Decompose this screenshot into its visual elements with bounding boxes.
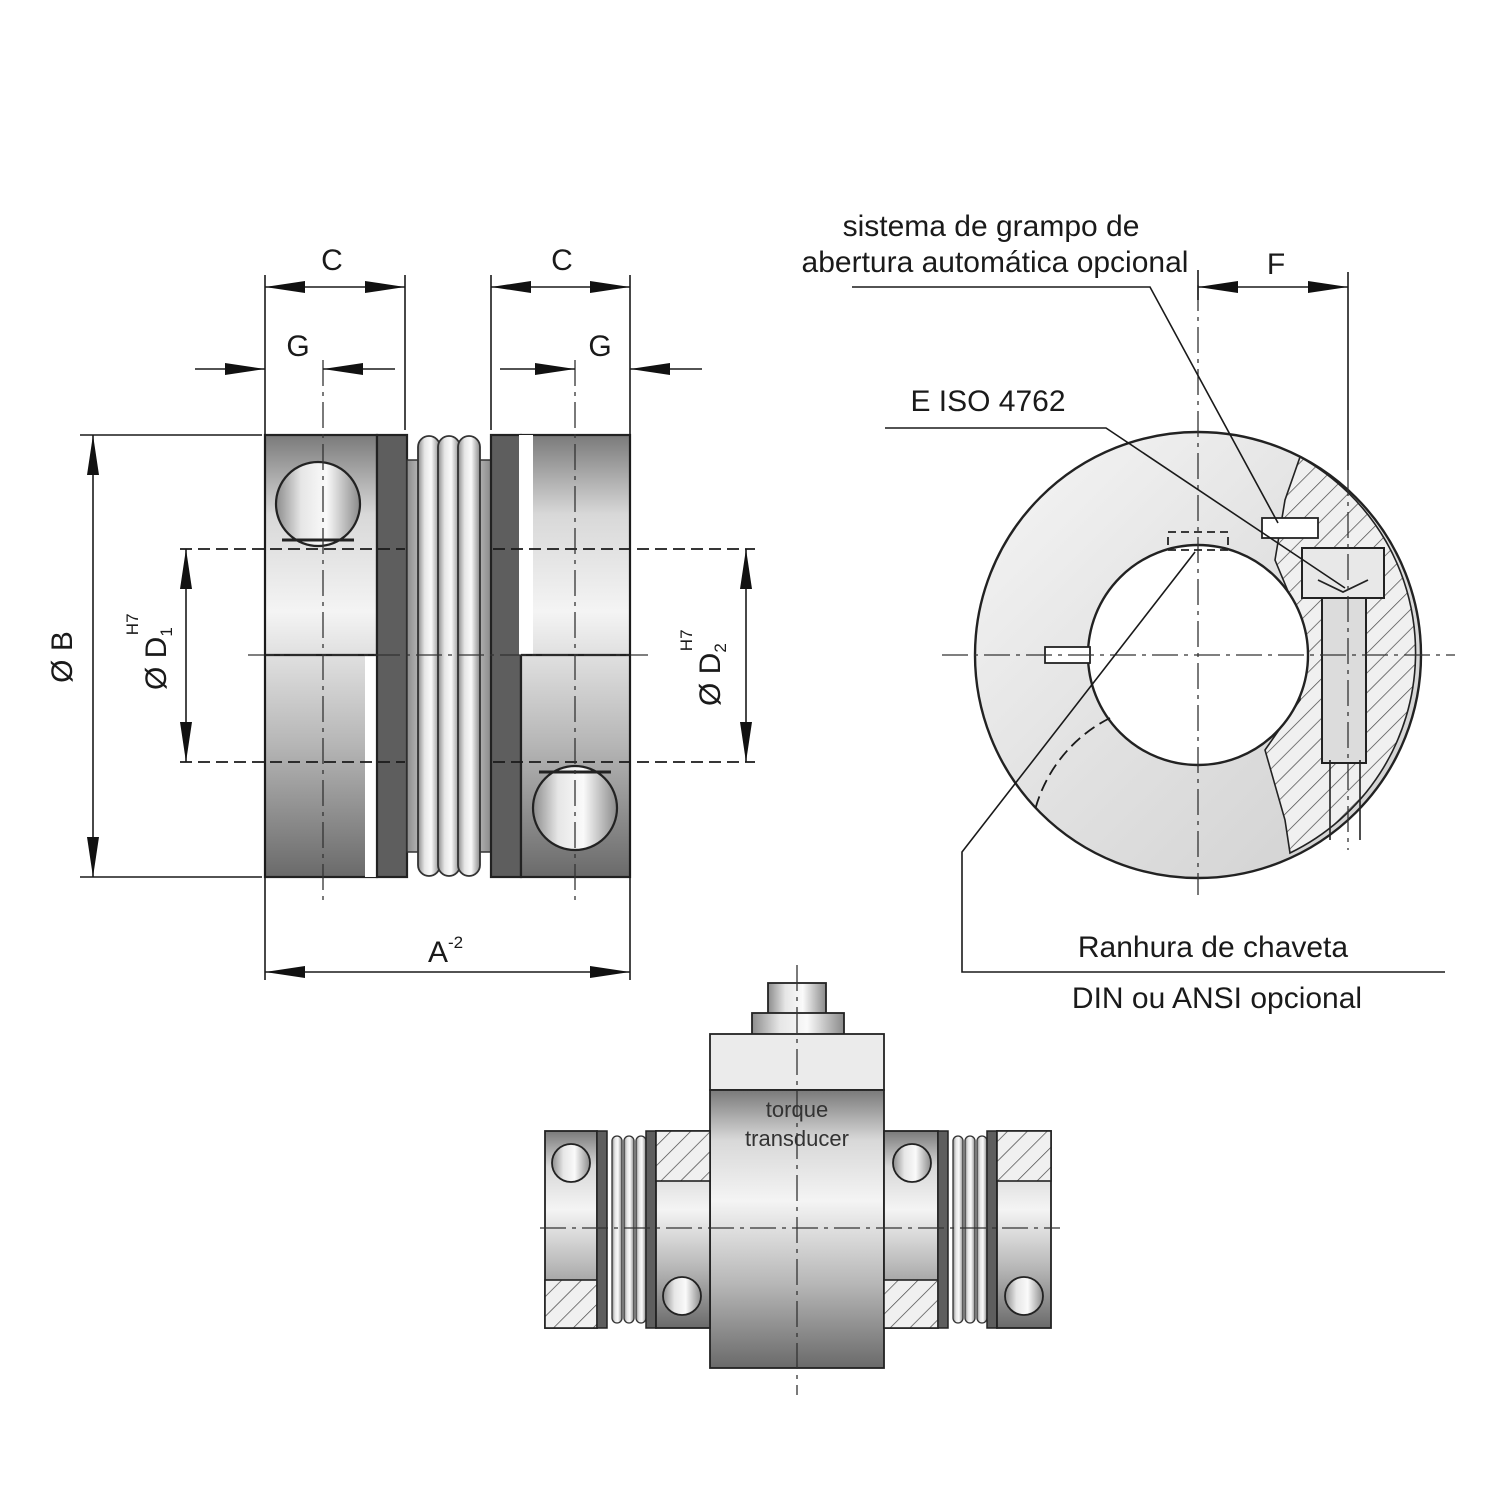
keyway-note-line2: DIN ou ANSI opcional bbox=[1072, 982, 1362, 1015]
dim-c-right-label: C bbox=[551, 244, 573, 277]
right-hub-screw-hole bbox=[531, 764, 619, 852]
dim-f-label: F bbox=[1267, 248, 1285, 281]
bellows-fold-3 bbox=[457, 435, 481, 877]
right-coupling-flange-b bbox=[986, 1130, 998, 1329]
clamp-leader bbox=[852, 286, 1279, 524]
right-coupling-screw-hole-2 bbox=[1004, 1276, 1044, 1316]
right-coupling-screw-hole bbox=[892, 1143, 932, 1183]
dim-d1-superscript: H7 bbox=[123, 613, 142, 635]
left-flange bbox=[375, 433, 409, 879]
dim-d2-label: Ø D2H7 bbox=[677, 629, 730, 706]
dim-d1-label: Ø D1H7 bbox=[123, 613, 176, 690]
dim-g-right-label: G bbox=[588, 330, 611, 363]
clamp-screw-shank bbox=[1321, 597, 1367, 764]
bellows-fold-2 bbox=[437, 435, 461, 877]
clamp-note-line1: sistema de grampo de bbox=[843, 210, 1140, 243]
dim-d2-superscript: H7 bbox=[677, 629, 696, 651]
keyway-leader bbox=[961, 551, 1445, 973]
assembly-view: torque transducer bbox=[540, 965, 1060, 1395]
left-hub-screw-hole bbox=[274, 460, 362, 548]
screw-leader bbox=[885, 427, 1346, 589]
dim-d2-subscript: 2 bbox=[711, 643, 730, 652]
dim-d1-subscript: 1 bbox=[157, 627, 176, 636]
left-coupling-screw-hole bbox=[551, 1143, 591, 1183]
clamp-screw-head bbox=[1301, 547, 1385, 599]
dim-g-left-label: G bbox=[286, 330, 309, 363]
clamp-note-line2: abertura automática opcional bbox=[802, 246, 1189, 279]
release-pin bbox=[1261, 517, 1319, 539]
right-coupling-flange-a bbox=[937, 1130, 949, 1329]
dim-c-left-label: C bbox=[321, 244, 343, 277]
left-coupling-flange-a bbox=[596, 1130, 608, 1329]
left-coupling-flange-b bbox=[645, 1130, 657, 1329]
dim-a-label: A-2 bbox=[428, 933, 463, 969]
bellows-fold-1 bbox=[417, 435, 441, 877]
left-coupling-screw-hole-2 bbox=[662, 1276, 702, 1316]
left-hub-slot bbox=[365, 655, 379, 877]
keyway-note-line1: Ranhura de chaveta bbox=[1078, 931, 1349, 964]
front-view: F sistema de grampo de abertura automáti… bbox=[802, 210, 1455, 1015]
dim-a-superscript: -2 bbox=[448, 933, 463, 952]
side-view: C C G G Ø B Ø D1H7 Ø D2H7 A-2 bbox=[46, 244, 755, 980]
right-flange bbox=[489, 433, 523, 879]
dim-b-label: Ø B bbox=[46, 631, 79, 683]
screw-note: E ISO 4762 bbox=[910, 385, 1065, 418]
right-hub-slot bbox=[519, 435, 533, 655]
connector-base bbox=[751, 1012, 845, 1036]
